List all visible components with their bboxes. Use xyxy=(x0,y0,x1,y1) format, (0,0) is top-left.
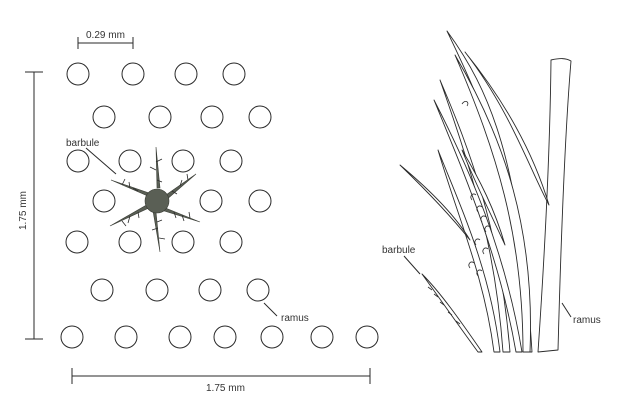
ramus-circle xyxy=(114,325,138,349)
ramus-circle xyxy=(90,278,114,302)
top-dimension-label: 0.29 mm xyxy=(86,30,125,41)
ramus-circle xyxy=(60,325,84,349)
ramus-circle xyxy=(171,149,195,173)
bottom-dimension-bracket xyxy=(71,368,371,384)
ramus-shaft xyxy=(461,149,506,246)
ramus-cross-section-array xyxy=(60,62,379,349)
ramus-circle xyxy=(310,325,334,349)
ramus-circle xyxy=(260,325,284,349)
ramus-circle xyxy=(145,278,169,302)
left-dimension-bracket xyxy=(25,71,43,340)
ramus-circle xyxy=(219,230,243,254)
ramus-shaft xyxy=(464,51,550,206)
right-barbule-label: barbule xyxy=(382,245,416,256)
ramus-circle xyxy=(213,325,237,349)
ramus-circle xyxy=(148,105,172,129)
barbule-leader-line xyxy=(85,147,117,175)
feather-side-view xyxy=(399,30,572,353)
bottom-dimension-label: 1.75 mm xyxy=(206,383,245,394)
ramus-circle xyxy=(248,189,272,213)
right-ramus-label: ramus xyxy=(573,315,601,326)
ramus-circle xyxy=(200,105,224,129)
ramus-circle xyxy=(118,149,142,173)
ramus-shaft xyxy=(399,164,471,241)
ramus-shaft xyxy=(454,54,531,353)
ramus-circle xyxy=(174,62,198,86)
ramus-shaft xyxy=(437,149,501,353)
barbule-label: barbule xyxy=(66,138,100,149)
ramus-circle xyxy=(66,149,90,173)
ramus-circle xyxy=(355,325,379,349)
barbule-strand-hooks xyxy=(427,286,461,325)
ramus-circle xyxy=(65,230,89,254)
ramus-circle xyxy=(219,149,243,173)
ramus-circle xyxy=(118,230,142,254)
ramus-circle xyxy=(92,105,116,129)
ramus-circle xyxy=(66,62,90,86)
barbule-star xyxy=(109,146,201,253)
ramus-shaft xyxy=(433,99,523,353)
right-barbule-leader-line xyxy=(403,255,421,275)
top-dimension-bracket xyxy=(77,37,134,49)
left-dimension-label: 1.75 mm xyxy=(18,191,29,230)
barbule-hooks xyxy=(461,100,491,277)
right-ramus-leader-line xyxy=(561,302,572,318)
ramus-leader-line xyxy=(263,302,278,317)
ramus-circle xyxy=(248,105,272,129)
ramus-circle xyxy=(121,62,145,86)
ramus-circle xyxy=(246,278,270,302)
ramus-circle xyxy=(198,278,222,302)
barbule-strand xyxy=(421,273,483,353)
ramus-circle xyxy=(168,325,192,349)
ramus-circle xyxy=(171,230,195,254)
rachis xyxy=(537,58,572,353)
ramus-circle xyxy=(199,189,223,213)
ramus-circle xyxy=(92,189,116,213)
ramus-circle xyxy=(222,62,246,86)
ramus-label: ramus xyxy=(281,313,309,324)
